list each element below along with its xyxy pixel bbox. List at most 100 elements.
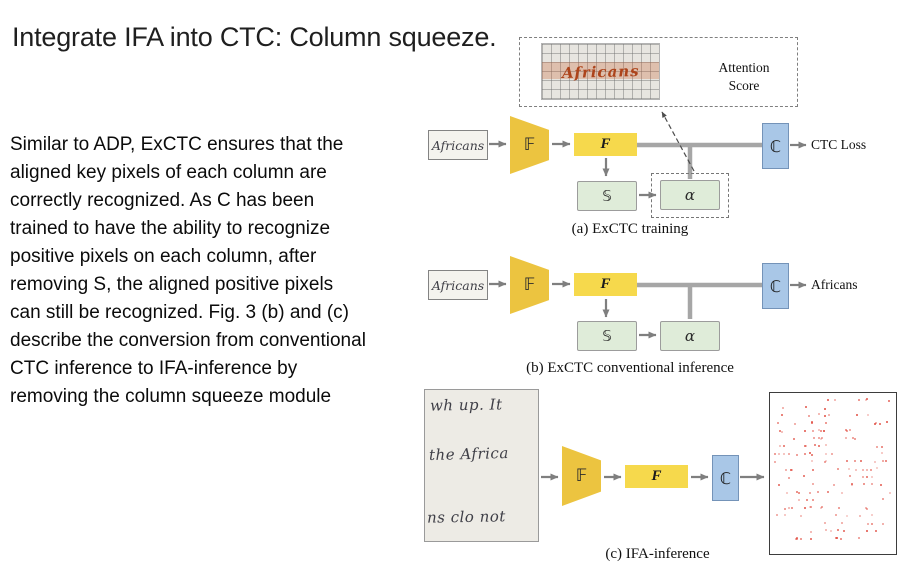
prediction-dot (828, 413, 831, 416)
classifier-a: ℂ (762, 123, 789, 169)
input-page-image-c: wh up. It the Africa ns clo not (424, 389, 539, 542)
prediction-dot (817, 490, 820, 493)
prediction-dot (817, 413, 820, 416)
handwritten-line: the Africa (428, 443, 509, 465)
body-line: removing S, the aligned positive pixels (10, 274, 334, 295)
prediction-dot (804, 406, 807, 409)
prediction-dot (811, 453, 814, 456)
classifier-b: ℂ (762, 263, 789, 309)
extractor-label-b: 𝔽 (523, 275, 536, 295)
prediction-dot (824, 414, 827, 417)
prediction-dot (803, 445, 806, 448)
prediction-dot (871, 523, 874, 526)
prediction-dot (854, 468, 857, 471)
prediction-dot (813, 444, 816, 447)
body-line: aligned key pixels of each column are (10, 162, 327, 183)
prediction-dot (885, 460, 888, 463)
prediction-dot (779, 445, 782, 448)
attention-heat-band (542, 62, 659, 79)
prediction-dot (798, 499, 801, 502)
prediction-dot (875, 467, 878, 470)
prediction-dot (821, 506, 824, 509)
extractor-label-a: 𝔽 (523, 135, 536, 155)
body-line: removing the column squeeze module (10, 386, 332, 407)
prediction-dot (803, 430, 806, 433)
prediction-dot (881, 459, 884, 462)
prediction-dot (827, 491, 830, 494)
prediction-dot (833, 399, 836, 402)
prediction-dot (783, 453, 786, 456)
prediction-dot (840, 491, 843, 494)
input-word-a: Africans (431, 137, 485, 153)
prediction-dot (822, 430, 825, 433)
prediction-dot (819, 507, 822, 510)
prediction-dot (823, 522, 826, 525)
prediction-dot (811, 422, 814, 425)
handwritten-line: ns clo not (426, 507, 506, 527)
prediction-dot (805, 445, 808, 448)
feature-extractor-c: 𝔽 (562, 446, 601, 506)
prediction-dot (806, 499, 809, 502)
squeeze-label-b: 𝕊 (602, 327, 612, 345)
feature-extractor-b: 𝔽 (510, 256, 549, 314)
prediction-dot (825, 453, 828, 456)
prediction-dot (800, 514, 803, 517)
prediction-dot (836, 536, 839, 539)
prediction-dot (793, 422, 796, 425)
prediction-dot (881, 522, 884, 525)
prediction-dot (846, 430, 849, 433)
body-line: correctly recognized. As C has been (10, 190, 315, 211)
prediction-dot (774, 461, 777, 463)
prediction-dot (879, 422, 882, 425)
prediction-dot (867, 523, 870, 526)
prediction-dot (825, 529, 828, 532)
attention-score-label-line: Score (728, 78, 760, 93)
prediction-dot (812, 437, 815, 440)
prediction-dot (855, 413, 858, 416)
prediction-dot (888, 492, 891, 495)
handwritten-line: wh up. It (429, 395, 503, 415)
feature-label-a: F (600, 136, 611, 152)
prediction-dot (798, 491, 801, 494)
prediction-dot (784, 507, 787, 510)
prediction-dot (845, 429, 848, 432)
prediction-dot (800, 538, 803, 541)
prediction-dot (865, 530, 868, 533)
classifier-c: ℂ (712, 455, 739, 501)
body-line: CTC inference to IFA-inference by (10, 358, 298, 379)
prediction-dot (782, 406, 785, 409)
feature-extractor-a: 𝔽 (510, 116, 549, 174)
prediction-dot (776, 514, 779, 517)
prediction-dot (874, 461, 877, 464)
prediction-dot (825, 422, 828, 425)
prediction-dot (796, 490, 799, 493)
prediction-dot (848, 468, 851, 471)
prediction-dot (881, 498, 884, 501)
caption-b: (b) ExCTC conventional inference (526, 360, 734, 376)
input-image-b: Africans (428, 270, 488, 300)
prediction-dot (879, 484, 882, 487)
feature-label-c: F (651, 468, 662, 484)
prediction-dot (851, 437, 854, 440)
prediction-dot (811, 459, 814, 462)
dashed-attention-arrow (661, 111, 695, 172)
prediction-dot (862, 476, 865, 479)
prediction-dot (854, 459, 857, 462)
prediction-dot (875, 446, 878, 449)
prediction-dot (870, 468, 872, 471)
prediction-dot (842, 529, 845, 532)
body-line: positive pixels on each column, after (10, 246, 317, 267)
prediction-dot (785, 469, 787, 472)
prediction-dot (830, 529, 833, 532)
prediction-dot (788, 476, 791, 479)
prediction-dot (808, 452, 811, 455)
prediction-dot (787, 506, 790, 509)
prediction-dot (824, 407, 827, 410)
body-line: trained to have the ability to recognize (10, 218, 331, 239)
prediction-dot (782, 444, 785, 447)
prediction-dot (810, 538, 813, 541)
alpha-label-a: α (684, 186, 696, 204)
prediction-dot (795, 453, 798, 456)
prediction-dot (796, 536, 799, 539)
